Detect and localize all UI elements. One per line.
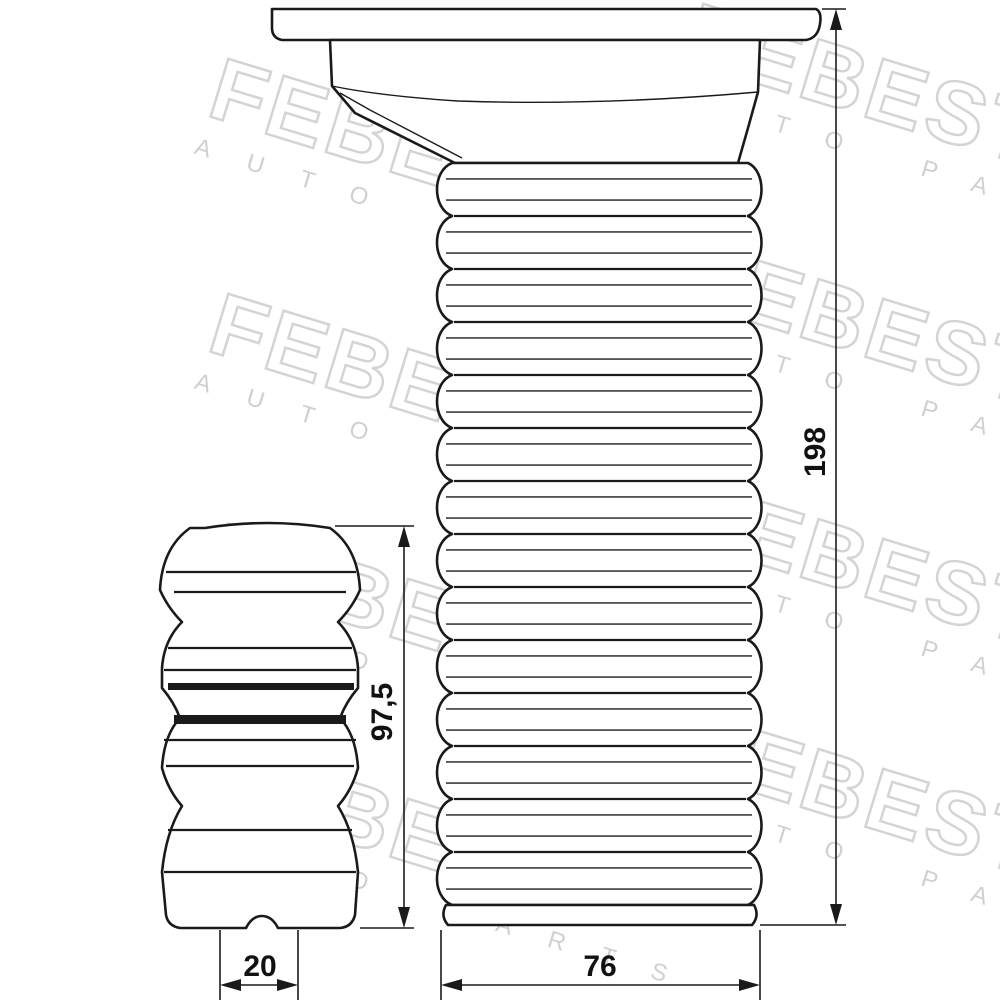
bump-stop-band (174, 715, 346, 724)
dim-boot-width: 76 (440, 930, 761, 1000)
dim-boot-height: 198 (760, 8, 846, 926)
boot-bottom-bead (442, 903, 758, 927)
bumper-bore-label: 20 (243, 950, 276, 983)
boot-bellows-ribs (446, 178, 752, 890)
boot-width-label: 76 (583, 950, 616, 983)
boot-height-label: 198 (799, 427, 832, 477)
boot-cone-inner (339, 92, 463, 159)
bumper-height-label: 97,5 (366, 683, 399, 741)
boot-cone-edge (331, 85, 759, 104)
dim-bumper-bore: 20 (219, 930, 299, 1000)
boot-top-flange (270, 7, 822, 42)
bump-stop (158, 521, 362, 930)
bump-stop-band (168, 683, 354, 690)
dust-boot (270, 7, 822, 927)
bump-stop-body (158, 521, 362, 930)
dim-bumper-height: 97,5 (335, 525, 414, 929)
